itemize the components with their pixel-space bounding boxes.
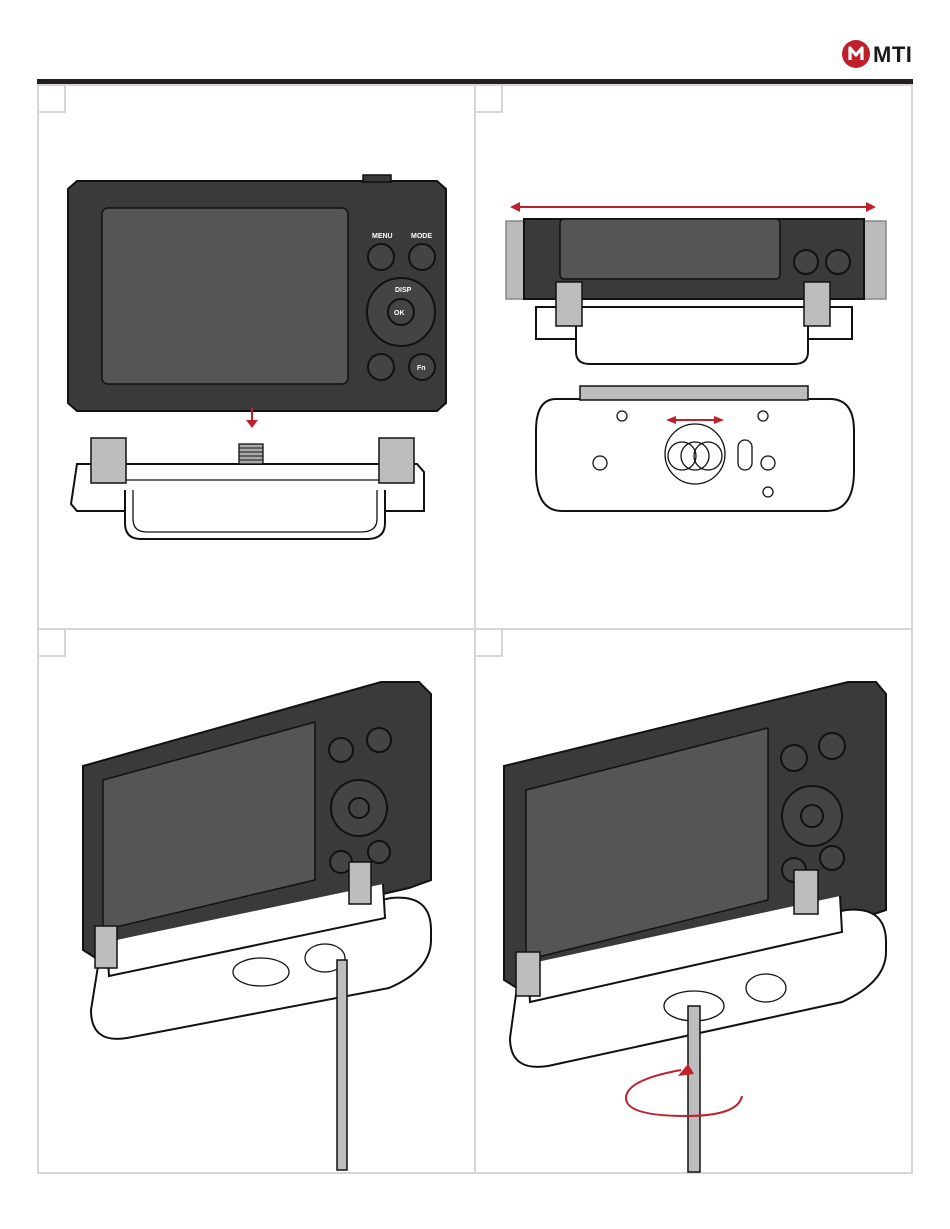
screwdriver-icon: [337, 960, 347, 1170]
illustration-insert-screwdriver: [39, 630, 476, 1174]
mti-logo-text: MTI: [873, 42, 912, 68]
fn-label: Fn: [417, 365, 426, 372]
screwdriver-icon: [688, 1006, 700, 1172]
camera-body-back: MENU MODE OK DISP Fn: [68, 175, 446, 411]
mount-plate: [71, 438, 424, 539]
menu-label: MENU: [372, 233, 393, 240]
illustration-mount-camera: MENU MODE OK DISP Fn: [39, 86, 476, 630]
illustration-adjust-position: [476, 86, 913, 630]
mount-plate-bottom: [536, 386, 854, 511]
mti-logo-mark-icon: [842, 40, 870, 68]
step-panel-4: [474, 628, 913, 1174]
mti-logo: MTI: [842, 40, 932, 70]
illustration-tighten-screw: [476, 630, 913, 1174]
disp-label: DISP: [395, 287, 412, 294]
step-panel-2: [474, 84, 913, 630]
step-panel-1: MENU MODE OK DISP Fn: [37, 84, 476, 630]
slide-arrow-icon: [510, 202, 876, 212]
step-panel-3: [37, 628, 476, 1174]
mode-label: MODE: [411, 233, 432, 240]
rotate-arrow-icon: [626, 1064, 742, 1116]
ok-label: OK: [394, 310, 405, 317]
